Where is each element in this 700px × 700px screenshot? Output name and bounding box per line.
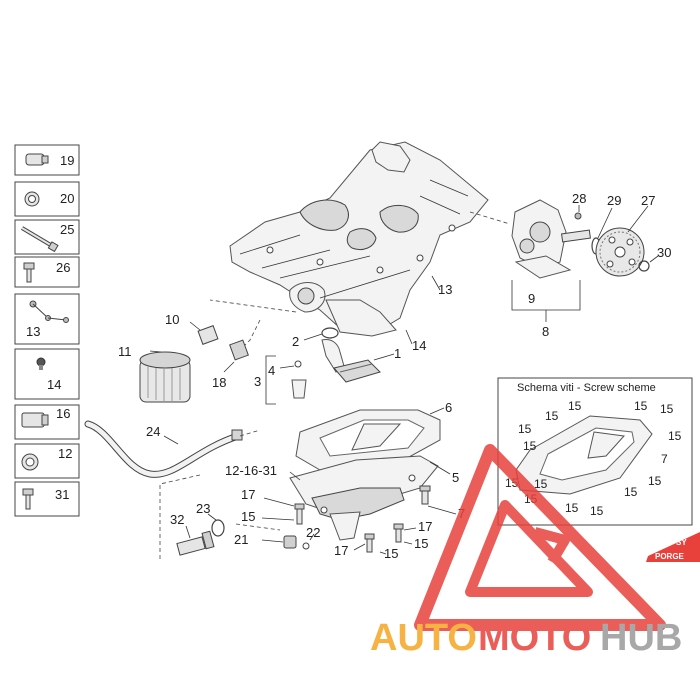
key-box-26[interactable]: 26 <box>14 256 80 288</box>
oil-filter[interactable] <box>139 351 191 403</box>
long-bolt-icon <box>20 226 59 253</box>
key-number: 19 <box>60 153 74 168</box>
callout-15a: 15 <box>241 509 255 524</box>
scheme-label-15: 15 <box>568 399 582 413</box>
bolt-icon <box>23 262 35 283</box>
key-number: 26 <box>56 260 70 275</box>
sump-bolt[interactable] <box>419 485 431 505</box>
sump-bolt[interactable] <box>393 523 404 543</box>
key-box-12[interactable]: 12 <box>14 443 80 479</box>
key-number: 14 <box>47 377 61 392</box>
oil-pickup-strainer[interactable] <box>321 339 381 383</box>
callout-29: 29 <box>607 193 621 208</box>
parts-key-column: 19 20 25 26 <box>14 144 80 517</box>
brand-wordmark: AUTO MOTO HUB <box>370 617 682 659</box>
scheme-label-15: 15 <box>668 429 682 443</box>
plug-icon <box>25 153 49 166</box>
callout-8: 8 <box>542 324 549 339</box>
washer-icon <box>24 191 40 207</box>
scheme-label-15: 15 <box>590 504 604 518</box>
brand-hub: HUB <box>600 617 682 659</box>
brand-auto: AUTO <box>370 617 477 659</box>
callout-23: 23 <box>196 501 210 516</box>
callout-3: 3 <box>254 374 261 389</box>
sump-bolt[interactable] <box>294 503 305 525</box>
oil-pump-assembly[interactable] <box>511 199 650 279</box>
key-box-31[interactable]: 31 <box>14 481 80 517</box>
callout-21: 21 <box>234 532 248 547</box>
callout-27: 27 <box>641 193 655 208</box>
sy-porge-badge: SY PORGE <box>646 532 700 562</box>
callout-17c: 17 <box>334 543 348 558</box>
callout-9: 9 <box>528 291 535 306</box>
scheme-label-7: 7 <box>661 452 668 466</box>
key-number: 20 <box>60 191 74 206</box>
callout-15c: 15 <box>384 546 398 561</box>
oil-pipe[interactable] <box>84 420 243 478</box>
key-box-20[interactable]: 20 <box>14 181 80 217</box>
brand-moto: MOTO <box>478 617 591 659</box>
scheme-label-15: 15 <box>624 485 638 499</box>
callout-5: 5 <box>452 470 459 485</box>
key-box-13[interactable]: 13 <box>14 293 80 345</box>
washer-icon <box>21 453 39 471</box>
callout-10: 10 <box>165 312 179 327</box>
screw-icon <box>36 357 46 370</box>
callout-30: 30 <box>657 245 671 260</box>
key-box-25[interactable]: 25 <box>14 219 80 255</box>
sump-gasket[interactable] <box>295 409 441 471</box>
key-box-14[interactable]: 14 <box>14 348 80 400</box>
scheme-label-15: 15 <box>545 409 559 423</box>
scheme-label-15: 15 <box>518 422 532 436</box>
callout-24: 24 <box>146 424 160 439</box>
callout-14: 14 <box>412 338 426 353</box>
gear-icon <box>595 227 645 277</box>
callout-18: 18 <box>212 375 226 390</box>
callout-4: 4 <box>268 363 275 378</box>
callout-17b: 17 <box>418 519 432 534</box>
plug-icon <box>21 412 49 428</box>
scheme-label-15: 15 <box>634 399 648 413</box>
callout-12-16-31: 12-16-31 <box>225 463 277 478</box>
key-number: 12 <box>58 446 72 461</box>
scheme-label-15: 15 <box>534 477 548 491</box>
bolt-icon <box>22 488 34 510</box>
scheme-label-15: 15 <box>648 474 662 488</box>
watermark-logo: AUTO MOTO HUB <box>370 444 682 659</box>
callout-17a: 17 <box>241 487 255 502</box>
callout-32: 32 <box>170 512 184 527</box>
badge-bottom: PORGE <box>655 552 685 561</box>
scheme-title: Schema viti - Screw scheme <box>517 382 656 394</box>
oil-temp-sensor[interactable] <box>176 519 225 556</box>
pressure-switch[interactable] <box>229 339 249 361</box>
scheme-label-15: 15 <box>565 501 579 515</box>
key-number: 16 <box>56 406 70 421</box>
key-number: 25 <box>60 222 74 237</box>
drain-plug[interactable] <box>283 535 297 549</box>
screw-scheme-panel: Schema viti - Screw scheme 15 15 15 15 1… <box>497 377 693 526</box>
badge-top: SY <box>676 538 687 547</box>
callout-11: 11 <box>118 344 132 359</box>
callout-22: 22 <box>306 525 320 540</box>
key-box-16[interactable]: 16 <box>14 404 80 440</box>
callout-6: 6 <box>445 400 452 415</box>
callout-15b: 15 <box>414 536 428 551</box>
scheme-label-15: 15 <box>523 439 537 453</box>
screw-set-icon <box>29 300 69 323</box>
callout-1: 1 <box>394 346 401 361</box>
key-number: 31 <box>55 487 69 502</box>
key-number: 13 <box>26 324 40 339</box>
sump-bolt[interactable] <box>364 533 375 553</box>
callout-13: 13 <box>438 282 452 297</box>
filter-nipple[interactable] <box>197 325 219 345</box>
key-box-19[interactable]: 19 <box>14 144 80 176</box>
callout-28: 28 <box>572 191 586 206</box>
callout-2: 2 <box>292 334 299 349</box>
scheme-label-15: 15 <box>660 402 674 416</box>
crankcase-assembly[interactable] <box>229 141 489 337</box>
